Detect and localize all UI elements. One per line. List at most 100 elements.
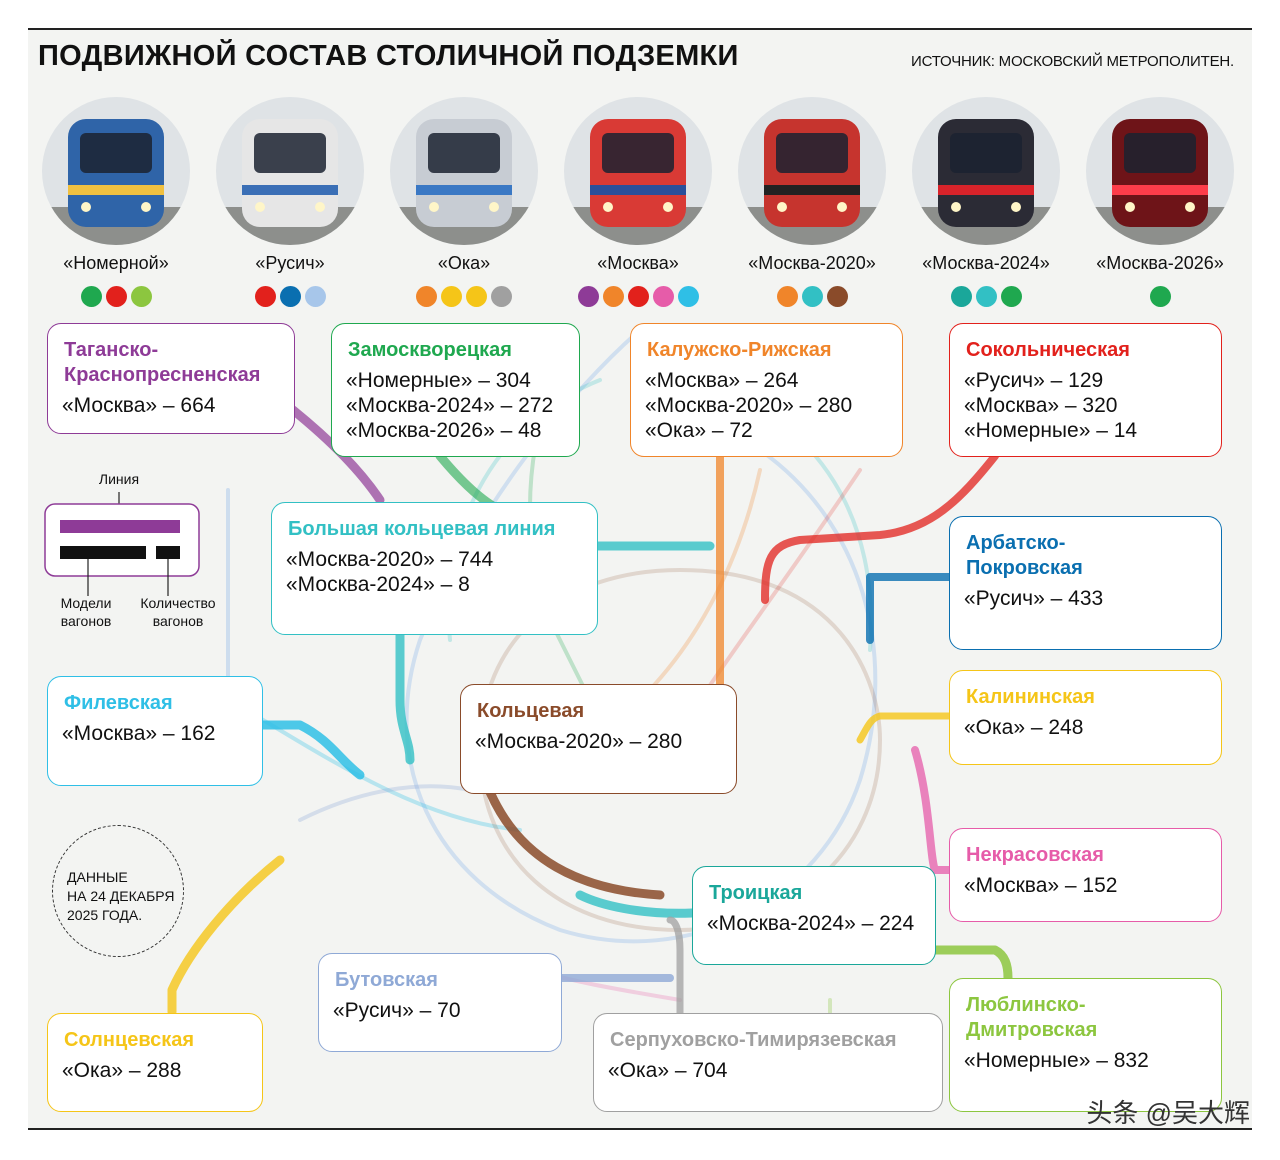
line-name-part: Бутовская xyxy=(335,969,438,991)
train-name: «Москва-2026» xyxy=(1096,253,1224,273)
line-box-lyublinsko: Люблинско-Дмитровская «Номерные» – 832 xyxy=(949,978,1222,1112)
line-name-part: Таганско- xyxy=(64,339,159,361)
bottom-rule xyxy=(28,1128,1252,1130)
car-count-row: «Москва» – 264 xyxy=(645,369,799,392)
line-box-koltsevaya: Кольцевая «Москва-2020» – 280 xyxy=(460,684,737,794)
line-name-part: Солнцевская xyxy=(64,1029,195,1051)
car-counts: «Ока» – 288 xyxy=(62,1058,181,1083)
car-counts: «Москва-2024» – 224 xyxy=(707,911,914,936)
legend-count-bar xyxy=(156,546,180,559)
line-box-kalininskaya: Калининская «Ока» – 248 xyxy=(949,670,1222,765)
line-color-dot xyxy=(130,286,152,307)
train-line-dots xyxy=(200,286,380,307)
line-color-dot xyxy=(416,286,437,307)
line-name-part: Серпуховско-Тимирязевская xyxy=(610,1029,897,1051)
car-count-row: «Москва» – 162 xyxy=(62,722,216,745)
car-counts: «Москва» – 162 xyxy=(62,721,215,746)
date-note-text: ДАННЫЕ НА 24 ДЕКАБРЯ 2025 ГОДА. xyxy=(67,869,175,923)
car-counts: «Русич» – 70 xyxy=(333,998,461,1023)
connector-solntsevskaya xyxy=(167,855,285,1017)
line-name: Калининская xyxy=(966,685,1095,710)
legend: Линия Модели вагонов Количество вагонов xyxy=(44,470,234,640)
line-name-part: Сокольническая xyxy=(966,339,1130,361)
line-color-dot xyxy=(304,286,326,307)
line-name-part: Кольцевая xyxy=(477,700,585,722)
car-count-row: «Русич» – 70 xyxy=(333,999,461,1022)
line-name: Филевская xyxy=(64,691,173,716)
line-name-part: Троицкая xyxy=(709,882,803,904)
legend-models-label: Модели вагонов xyxy=(60,595,112,629)
line-box-nekrasovskaya: Некрасовская«Москва» – 152 xyxy=(949,828,1222,922)
line-box-butovskaya: Бутовская «Русич» – 70 xyxy=(318,953,562,1052)
line-box-solntsevskaya: Солнцевская «Ока» – 288 xyxy=(47,1013,263,1112)
connector-red xyxy=(761,452,999,604)
line-color-dot xyxy=(975,286,997,307)
line-name-part: Краснопресненская xyxy=(64,364,261,386)
line-name: Серпуховско-Тимирязевская xyxy=(610,1028,897,1053)
connector-troitskaya xyxy=(575,890,697,918)
train-line-dots xyxy=(548,286,728,307)
line-name: Сокольническая xyxy=(966,338,1130,363)
train-line-dots xyxy=(1070,286,1250,307)
faded-line xyxy=(638,468,762,702)
line-name-part: Большая кольцевая линия xyxy=(288,518,556,540)
car-counts: «Номерные» – 832 xyxy=(964,1048,1149,1073)
line-name: Люблинско-Дмитровская xyxy=(966,993,1097,1043)
line-color-dot xyxy=(801,286,823,307)
car-count-row: «Ока» – 704 xyxy=(608,1059,728,1082)
car-count-row: «Москва» – 320 xyxy=(964,394,1118,417)
line-name: Солнцевская xyxy=(64,1028,194,1053)
car-counts: «Русич» – 433 xyxy=(964,586,1103,611)
train-photo xyxy=(564,97,712,245)
line-box-zamoskvoretskaya: Замоскворецкая«Номерные» – 304«Москва-20… xyxy=(331,323,580,457)
car-count-row: «Русич» – 129 xyxy=(964,369,1104,392)
train-line-dots xyxy=(722,286,902,307)
line-name: Большая кольцевая линия xyxy=(288,517,555,542)
car-count-row: «Москва» – 664 xyxy=(62,394,216,417)
line-box-tagansko: Таганско- Краснопресненская «Москва» – 664 xyxy=(47,323,295,434)
line-color-dot xyxy=(826,286,848,307)
car-count-row: «Москва-2024» – 272 xyxy=(346,394,554,417)
car-counts: «Русич» – 129«Москва» – 320«Номерные» – … xyxy=(964,368,1137,443)
train-photo xyxy=(42,97,190,245)
line-box-arbatsko: Арбатско-Покровская«Русич» – 433 xyxy=(949,516,1222,650)
connector-teal-2 xyxy=(395,629,415,765)
line-color-dot xyxy=(1000,286,1022,307)
car-count-row: «Ока» – 248 xyxy=(964,716,1084,739)
line-color-dot xyxy=(677,286,699,307)
car-count-row: «Номерные» – 304 xyxy=(346,369,531,392)
connector-gray xyxy=(666,916,684,1018)
car-counts: «Москва-2020» – 744«Москва-2024» – 8 xyxy=(286,547,493,597)
train-line-dots xyxy=(26,286,206,307)
connector-lightblue xyxy=(258,720,365,780)
car-counts: «Москва» – 664 xyxy=(62,393,215,418)
train-photo xyxy=(738,97,886,245)
line-name: Кольцевая xyxy=(477,699,584,724)
train-name: «Москва-2020» xyxy=(748,253,876,273)
train-photo xyxy=(912,97,1060,245)
car-count-row: «Ока» – 72 xyxy=(645,419,753,442)
train-photo xyxy=(390,97,538,245)
train-photo xyxy=(1086,97,1234,245)
line-box-kaluzhsko: Калужско-Рижская«Москва» – 264«Москва-20… xyxy=(630,323,903,457)
source-credit: ИСТОЧНИК: МОСКОВСКИЙ МЕТРОПОЛИТЕН. xyxy=(911,53,1234,70)
line-color-dot xyxy=(602,286,624,307)
line-box-serpukhovsko: Серпуховско-Тимирязевская «Ока» – 704 xyxy=(593,1013,943,1112)
line-name: Бутовская xyxy=(335,968,438,993)
line-name-part: Филевская xyxy=(64,692,173,714)
legend-line-bar xyxy=(60,520,180,533)
car-count-row: «Москва-2020» – 280 xyxy=(475,730,683,753)
faded-line xyxy=(298,784,472,822)
line-color-dot xyxy=(105,286,127,307)
line-color-dot xyxy=(577,286,599,307)
car-counts: «Москва» – 264«Москва-2020» – 280«Ока» –… xyxy=(645,368,852,443)
line-color-dot xyxy=(80,286,102,307)
legend-diagram xyxy=(44,492,200,596)
connector-yellow xyxy=(856,712,954,744)
page-title: ПОДВИЖНОЙ СОСТАВ СТОЛИЧНОЙ ПОДЗЕМКИ xyxy=(38,40,739,72)
line-color-dot xyxy=(491,286,512,307)
line-color-dot xyxy=(627,286,649,307)
legend-line-label: Линия xyxy=(98,471,140,487)
line-name-part: Калининская xyxy=(966,686,1095,708)
